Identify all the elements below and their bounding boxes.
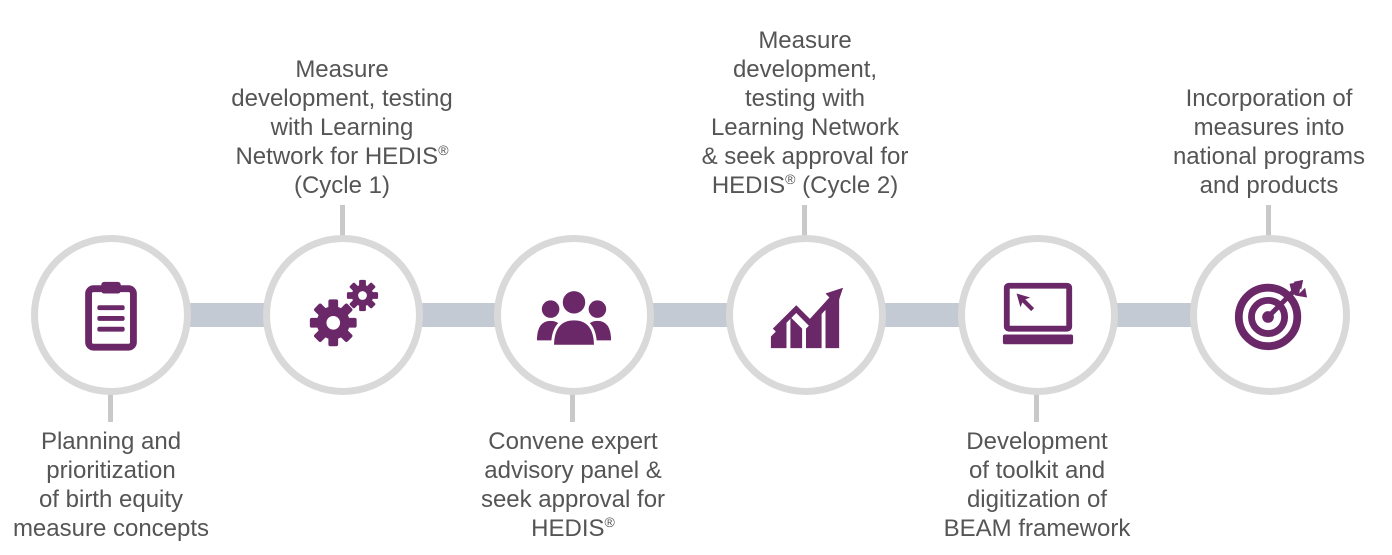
connector-3-4: [650, 303, 734, 327]
step-5-label: Development of toolkit and digitization …: [943, 428, 1131, 542]
growth-chart-icon: [770, 287, 844, 349]
step-1-node: [31, 235, 191, 395]
stem-step-3: [570, 390, 575, 422]
connector-2-3: [420, 303, 504, 327]
stem-step-2: [340, 205, 345, 240]
step-2-node: [263, 235, 423, 395]
step-6-node: [1190, 235, 1350, 395]
stem-step-4: [802, 205, 807, 240]
monitor-cursor-icon: [1002, 282, 1074, 345]
step-5-node: [958, 235, 1118, 395]
stem-step-1: [108, 390, 113, 422]
step-3-label: Convene expert advisory panel & seek app…: [480, 428, 666, 542]
step-4-label: Measure development, testing with Learni…: [701, 27, 909, 199]
connector-4-5: [880, 303, 964, 327]
step-2-label: Measure development, testing with Learni…: [231, 56, 453, 199]
connector-5-6: [1110, 303, 1194, 327]
registered-mark: ®: [785, 171, 796, 187]
step-6-label: Incorporation of measures into national …: [1172, 85, 1366, 199]
step-1-label: Planning and prioritization of birth equ…: [12, 428, 210, 542]
clipboard-icon: [85, 281, 137, 351]
people-icon: [536, 288, 612, 348]
stem-step-6: [1266, 205, 1271, 240]
connector-1-2: [190, 303, 270, 327]
step-4-node: [726, 235, 886, 395]
step-3-node: [494, 235, 654, 395]
stem-step-5: [1034, 390, 1039, 422]
registered-mark: ®: [604, 514, 615, 530]
gears-icon: [309, 279, 379, 347]
target-icon: [1234, 279, 1308, 351]
registered-mark: ®: [438, 142, 449, 158]
